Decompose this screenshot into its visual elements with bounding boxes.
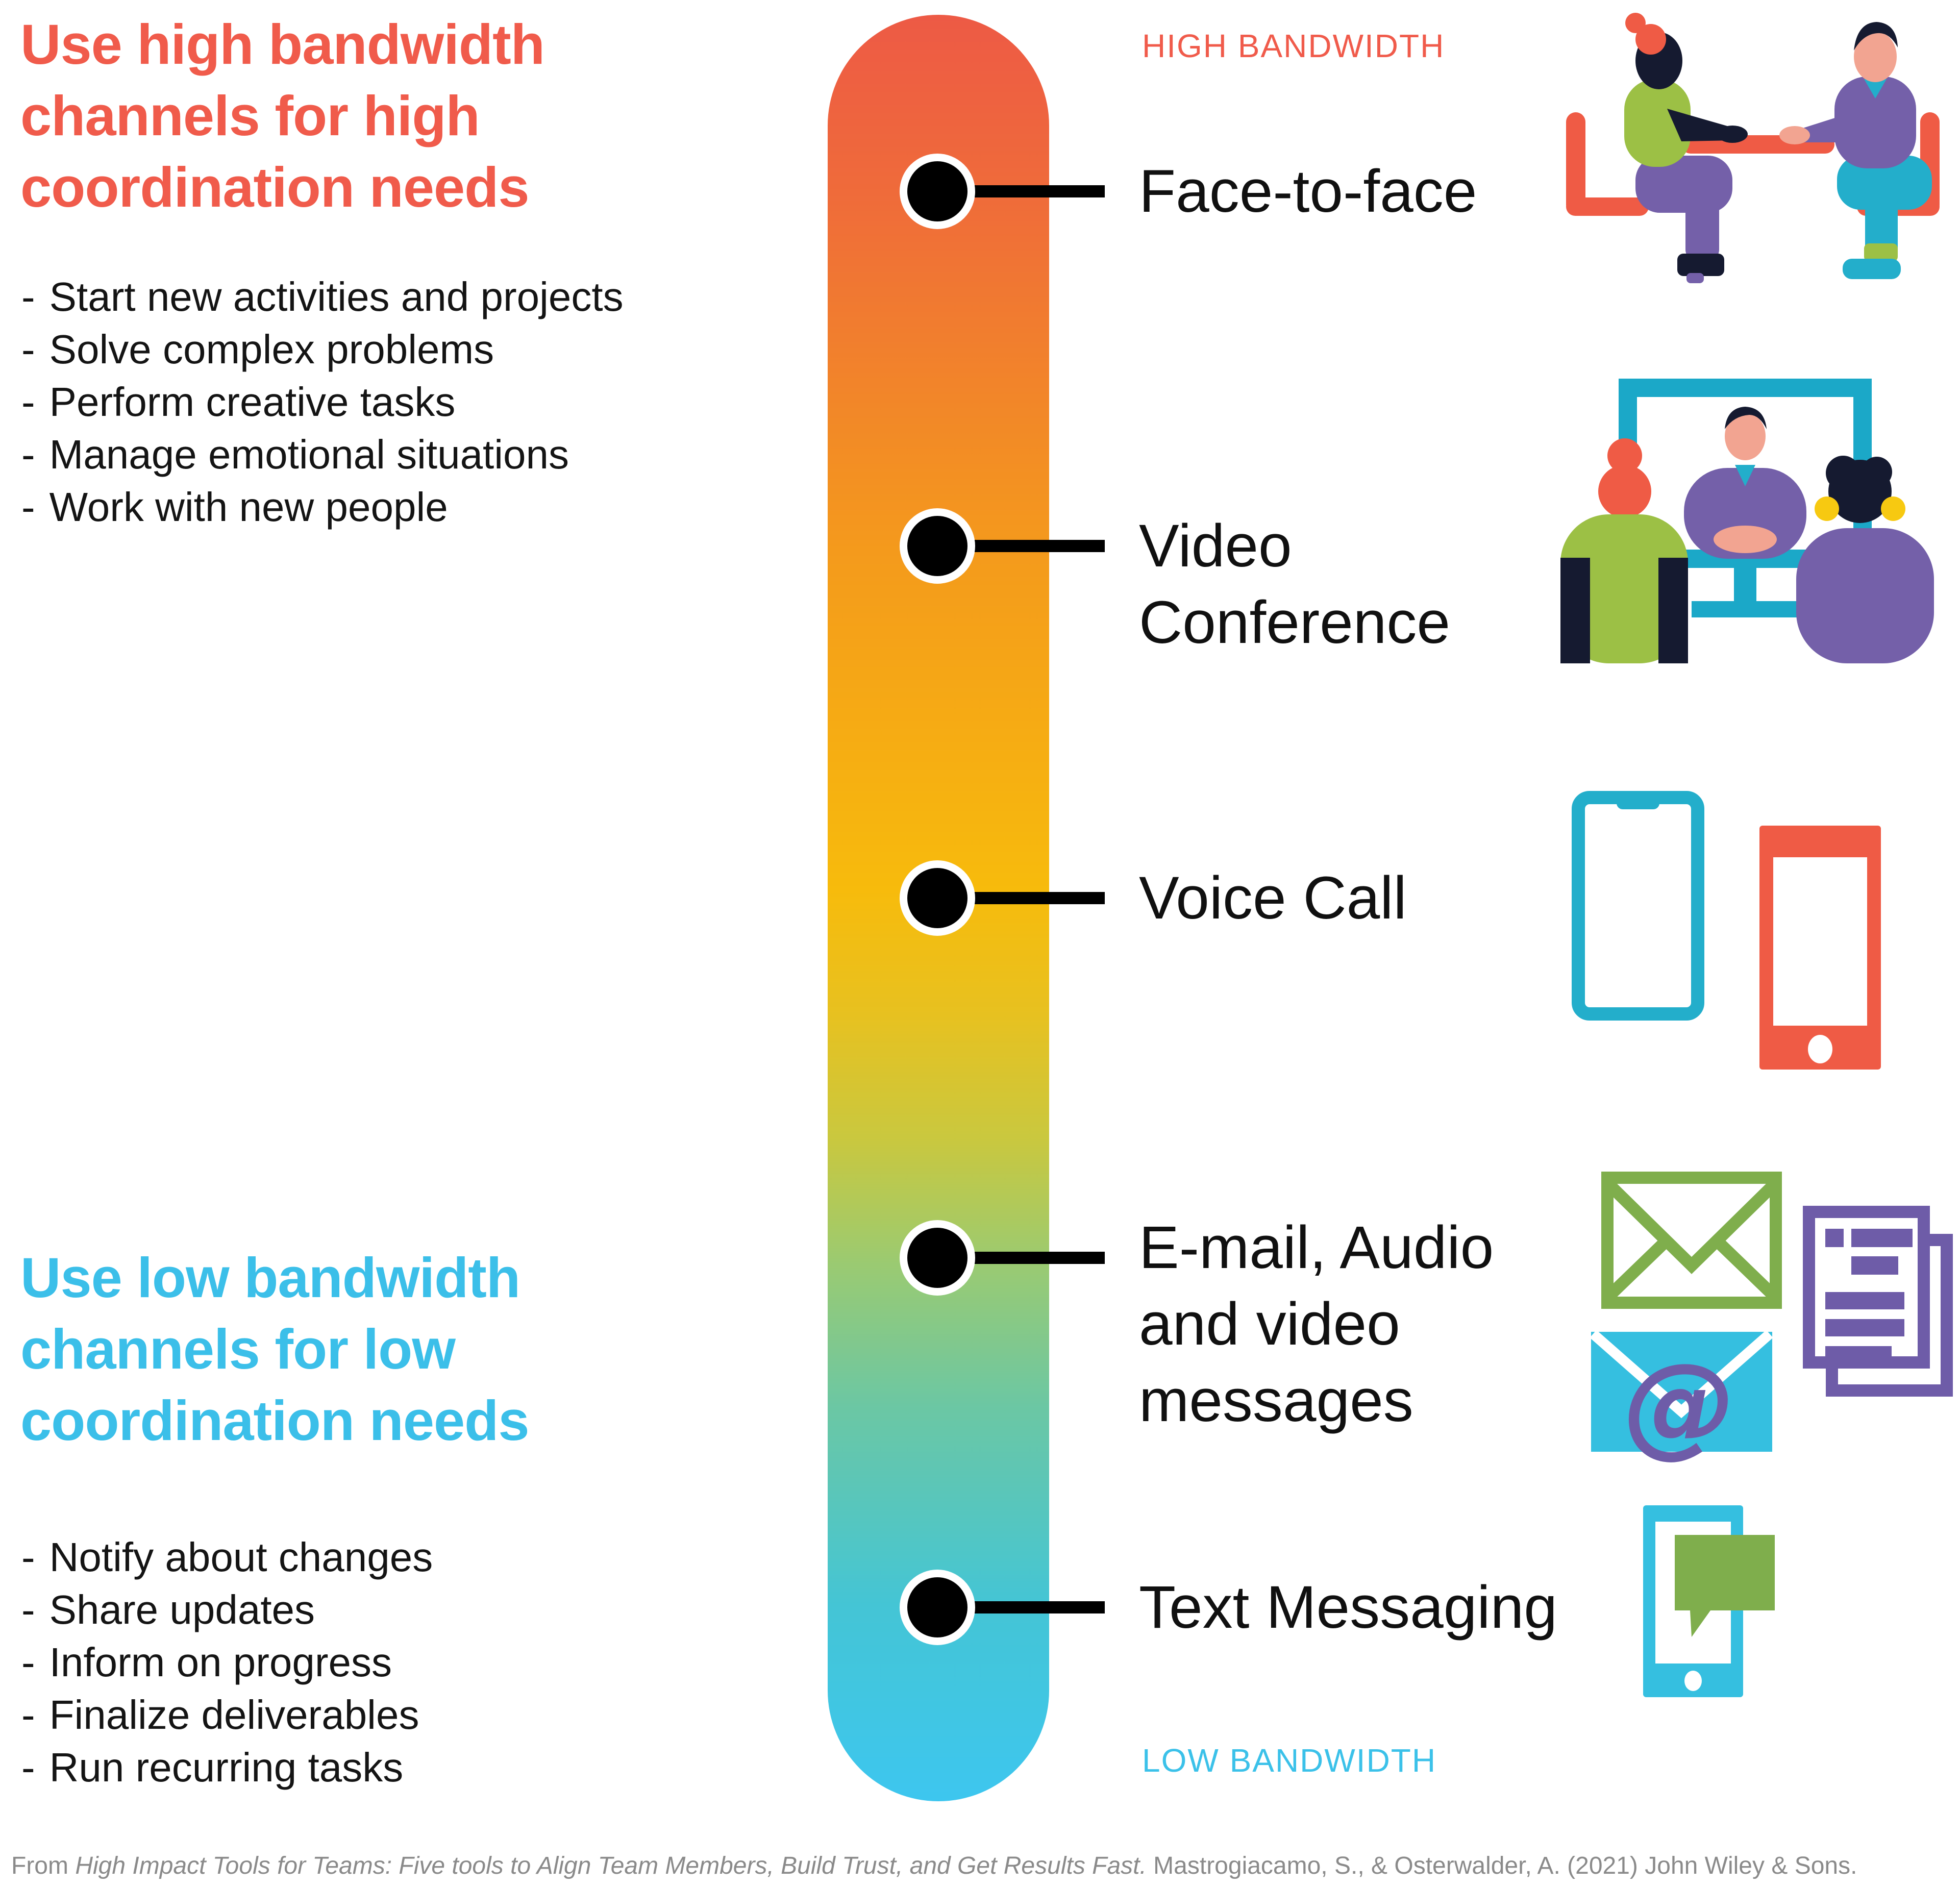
email-audio-video-illustration-icon: @: [1577, 1163, 1954, 1470]
citation-footer: From High Impact Tools for Teams: Five t…: [11, 1851, 1950, 1881]
list-item: - Start new activities and projects: [21, 270, 624, 323]
face-to-face-illustration-icon: [1559, 8, 1947, 293]
bullet-dash: -: [21, 1640, 35, 1685]
bullet-dash: -: [21, 327, 35, 372]
low-bandwidth-heading: Use low bandwidth channels for low coord…: [20, 1247, 530, 1452]
list-item: - Finalize deliverables: [21, 1689, 433, 1741]
citation-book-title: High Impact Tools for Teams: Five tools …: [75, 1852, 1147, 1879]
list-item-text: Run recurring tasks: [49, 1745, 404, 1790]
list-item-text: Inform on progress: [49, 1640, 392, 1685]
list-item-text: Manage emotional situations: [49, 432, 569, 477]
channel-label-text-messaging: Text Messaging: [1139, 1574, 1557, 1641]
scale-marker-dot: [900, 508, 975, 584]
list-item: - Run recurring tasks: [21, 1741, 433, 1794]
list-item-text: Finalize deliverables: [49, 1692, 419, 1737]
face-to-face-icon: [1566, 13, 1940, 283]
scale-marker-dot: [900, 1570, 975, 1645]
text-messaging-illustration-icon: [1643, 1505, 1796, 1732]
list-item-text: Notify about changes: [49, 1534, 433, 1580]
list-item-text: Work with new people: [49, 484, 448, 530]
phones-icon: [1572, 791, 1881, 1070]
scale-marker-dot: [900, 1220, 975, 1296]
channel-label-voice-call: Voice Call: [1139, 864, 1407, 932]
high-bandwidth-list: - Start new activities and projects - So…: [21, 270, 624, 533]
at-symbol-glyph: @: [1624, 1339, 1736, 1470]
list-item-text: Solve complex problems: [49, 327, 494, 372]
list-item: - Solve complex problems: [21, 323, 624, 376]
channel-label-video-conference: Video Conference: [1139, 512, 1451, 656]
list-item-text: Perform creative tasks: [49, 379, 456, 425]
low-bandwidth-scale-label: LOW BANDWIDTH: [1142, 1742, 1437, 1779]
list-item: - Work with new people: [21, 481, 624, 533]
low-bandwidth-list: - Notify about changes - Share updates -…: [21, 1531, 433, 1794]
bullet-dash: -: [21, 379, 35, 425]
video-conference-icon: [1560, 379, 1934, 663]
list-item: - Notify about changes: [21, 1531, 433, 1583]
list-item: - Inform on progress: [21, 1636, 433, 1689]
bullet-dash: -: [21, 1745, 35, 1790]
bullet-dash: -: [21, 1587, 35, 1632]
video-conference-illustration-icon: [1531, 360, 1959, 717]
citation-authors: Mastrogiacamo, S., & Osterwalder, A. (20…: [1146, 1852, 1857, 1879]
high-bandwidth-scale-label: HIGH BANDWIDTH: [1142, 28, 1445, 64]
citation-prefix: From: [11, 1852, 76, 1879]
list-item-text: Share updates: [49, 1587, 315, 1632]
bullet-dash: -: [21, 432, 35, 477]
voice-call-phones-illustration-icon: [1572, 791, 1888, 1077]
bullet-dash: -: [21, 1692, 35, 1737]
list-item: - Share updates: [21, 1583, 433, 1636]
list-item-text: Start new activities and projects: [49, 274, 624, 319]
channel-label-face-to-face: Face-to-face: [1139, 158, 1477, 225]
bullet-dash: -: [21, 274, 35, 319]
email-icons: @: [1590, 1172, 1953, 1470]
text-messaging-icon: [1643, 1505, 1775, 1697]
list-item: - Manage emotional situations: [21, 428, 624, 481]
list-item: - Perform creative tasks: [21, 376, 624, 428]
high-bandwidth-heading: Use high bandwidth channels for high coo…: [20, 13, 545, 219]
bullet-dash: -: [21, 1534, 35, 1580]
channel-label-email-audio-video: E-mail, Audio and video messages: [1139, 1214, 1494, 1434]
scale-marker-dot: [900, 154, 975, 229]
bullet-dash: -: [21, 484, 35, 530]
scale-marker-dot: [900, 860, 975, 936]
